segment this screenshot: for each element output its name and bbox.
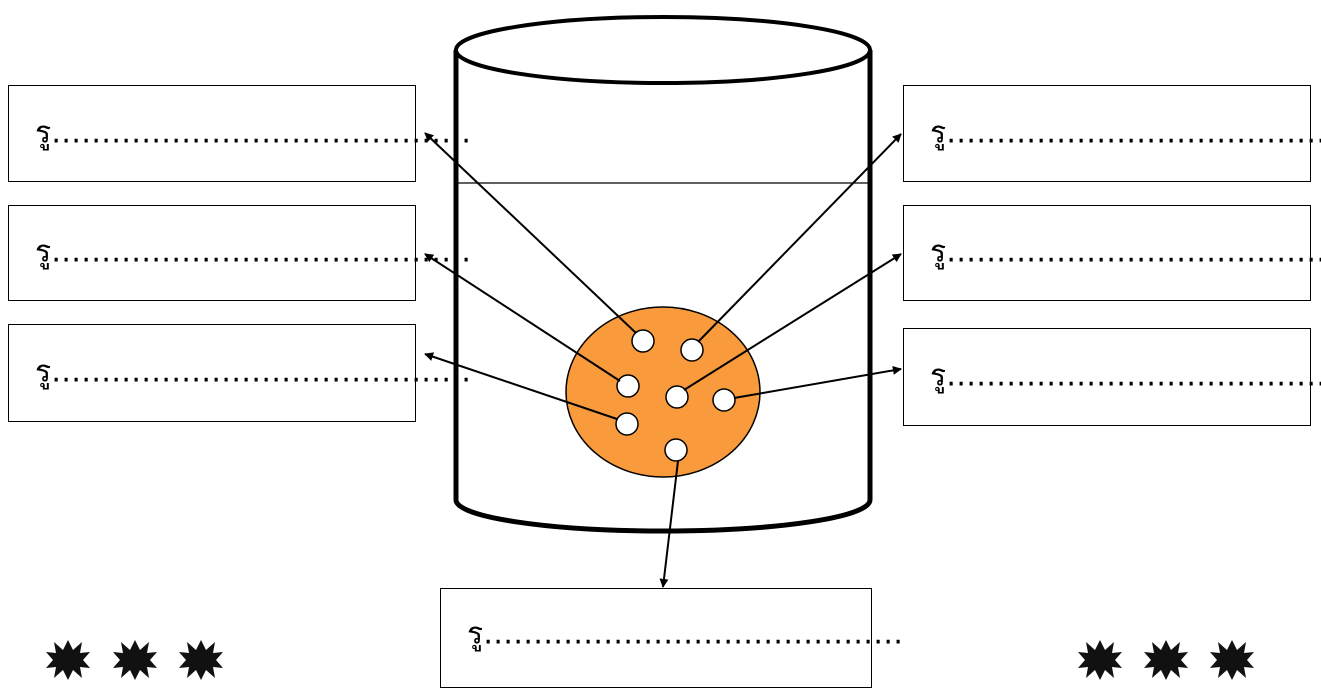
spiky-star-icon <box>46 640 223 680</box>
label-box-right-bottom: รู…………………………………… <box>903 328 1321 426</box>
container-rim <box>454 15 872 85</box>
arrow-right-top <box>697 133 902 343</box>
label-left-top: รู…………………………………… <box>35 115 472 151</box>
arrow-left-middle <box>424 253 621 382</box>
label-right-top: รู…………………………………… <box>930 115 1321 151</box>
label-box-bottom: รู…………………………………… <box>440 588 903 688</box>
arrow-right-bottom <box>733 365 902 399</box>
arrows <box>424 132 902 588</box>
pore-1 <box>631 329 655 353</box>
label-box-right-top: รู…………………………………… <box>903 85 1321 182</box>
sponge-body <box>565 306 761 478</box>
pore-2 <box>680 338 704 362</box>
arrow-bottom <box>659 460 679 588</box>
label-left-middle: รู…………………………………… <box>35 234 472 270</box>
label-box-left-middle: รู…………………………………… <box>8 205 471 301</box>
label-box-right-middle: รู…………………………………… <box>903 205 1321 301</box>
sponge <box>565 306 761 478</box>
container-body <box>453 50 873 534</box>
pore-4 <box>665 385 689 409</box>
arrow-left-bottom <box>424 352 618 420</box>
pore-5 <box>712 388 736 412</box>
label-bottom: รู…………………………………… <box>467 616 904 652</box>
label-right-middle: รู…………………………………… <box>930 234 1321 270</box>
label-right-bottom: รู…………………………………… <box>930 358 1321 394</box>
water-container <box>453 15 873 534</box>
spiky-star-icon <box>1078 640 1254 680</box>
pore-7 <box>664 438 688 462</box>
pore-3 <box>616 374 640 398</box>
arrow-right-middle <box>683 253 902 391</box>
label-left-bottom: รู…………………………………… <box>35 354 472 390</box>
pore-6 <box>615 412 639 436</box>
label-box-left-bottom: รู…………………………………… <box>8 324 471 422</box>
arrow-left-top <box>424 132 637 334</box>
label-box-left-top: รู…………………………………… <box>8 85 471 182</box>
